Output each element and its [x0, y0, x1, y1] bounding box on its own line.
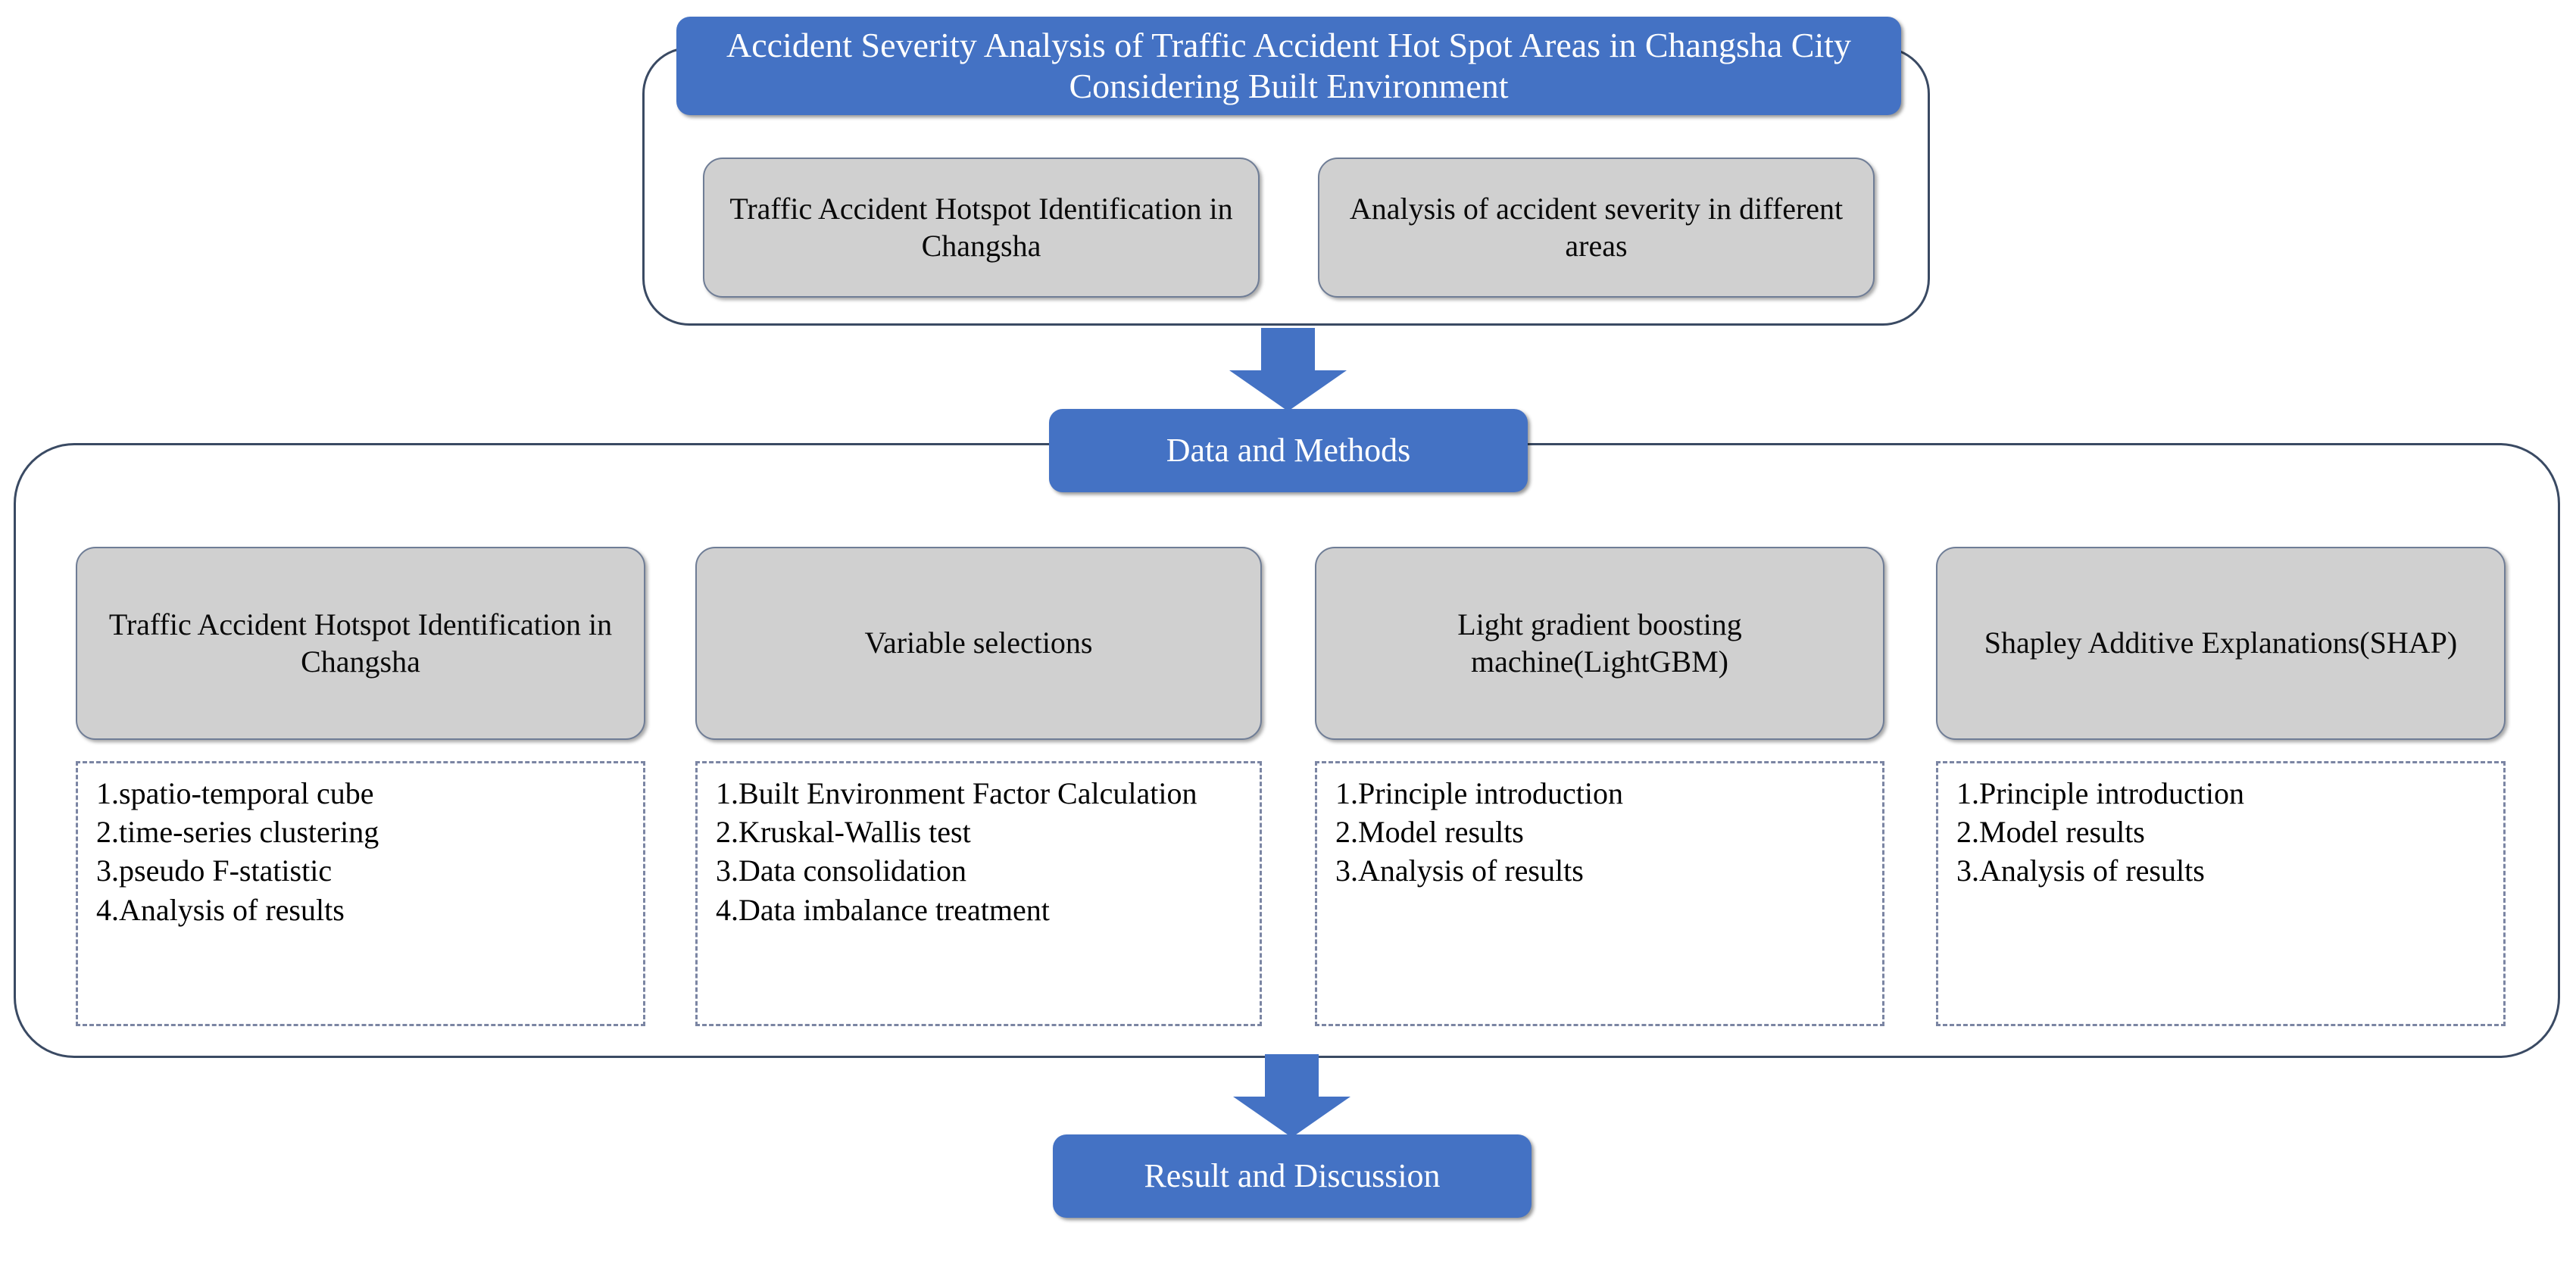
- top-card-analysis-of-accident-severity: Analysis of accident severity in differe…: [1318, 158, 1875, 298]
- list-item: 3.Data consolidation: [716, 854, 967, 888]
- method-card-traffic-accident-hotspot-identification: Traffic Accident Hotspot Identification …: [76, 547, 645, 740]
- result-and-discussion-box: Result and Discussion: [1053, 1134, 1532, 1218]
- detail-list-lightgbm: 1.Principle introduction 2.Model results…: [1315, 761, 1884, 1026]
- arrow-down-icon-to-result-and-discussion: [1233, 1054, 1350, 1137]
- list-item: 4.Data imbalance treatment: [716, 892, 1050, 927]
- list-item: 2.time-series clustering: [96, 815, 379, 850]
- page-title: Accident Severity Analysis of Traffic Ac…: [676, 17, 1901, 115]
- list-item: 2.Kruskal-Wallis test: [716, 815, 971, 850]
- method-card-shap: Shapley Additive Explanations(SHAP): [1936, 547, 2506, 740]
- arrow-down-icon-to-data-and-methods: [1229, 328, 1347, 411]
- list-item: 1.Built Environment Factor Calculation: [716, 776, 1197, 810]
- list-item: 2.Model results: [1956, 815, 2145, 850]
- list-item: 2.Model results: [1335, 815, 1524, 850]
- detail-list-variable-selections: 1.Built Environment Factor Calculation 2…: [695, 761, 1262, 1026]
- list-item: 1.Principle introduction: [1956, 776, 2244, 810]
- list-item: 1.spatio-temporal cube: [96, 776, 374, 810]
- list-item: 3.pseudo F-statistic: [96, 854, 333, 888]
- list-item: 3.Analysis of results: [1335, 854, 1584, 888]
- detail-list-hotspot-identification: 1.spatio-temporal cube 2.time-series clu…: [76, 761, 645, 1026]
- method-card-lightgbm: Light gradient boosting machine(LightGBM…: [1315, 547, 1884, 740]
- top-card-traffic-accident-hotspot-identification: Traffic Accident Hotspot Identification …: [703, 158, 1260, 298]
- data-and-methods-header: Data and Methods: [1049, 409, 1528, 492]
- list-item: 3.Analysis of results: [1956, 854, 2205, 888]
- list-item: 1.Principle introduction: [1335, 776, 1623, 810]
- method-card-variable-selections: Variable selections: [695, 547, 1262, 740]
- detail-list-shap: 1.Principle introduction 2.Model results…: [1936, 761, 2506, 1026]
- list-item: 4.Analysis of results: [96, 892, 345, 927]
